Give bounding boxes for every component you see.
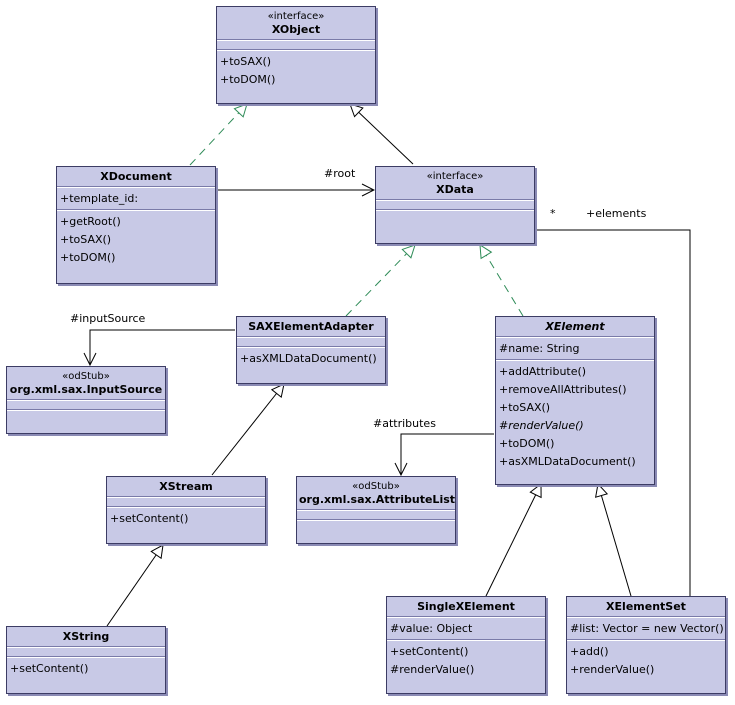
operation-section: +add() +renderValue() <box>567 640 725 681</box>
attribute-section <box>7 400 165 410</box>
operation: #renderValue() <box>499 419 584 432</box>
class-name: org.xml.sax.AttributeList <box>299 493 456 506</box>
attribute-section <box>376 200 534 210</box>
operation-section: +setContent() <box>7 657 165 680</box>
attribute: +template_id: <box>60 192 139 205</box>
operation: +toDOM() <box>220 73 276 86</box>
realization-xelement-xdata <box>480 245 524 317</box>
operation-section <box>376 210 534 220</box>
operation-section: +setContent() #renderValue() <box>387 640 545 681</box>
class-xdocument[interactable]: XDocument +template_id: +getRoot() +toSA… <box>56 166 216 284</box>
stereotype: «odStub» <box>62 371 110 382</box>
label-root: #root <box>324 167 356 180</box>
attribute-section <box>237 337 385 347</box>
class-singlexelement[interactable]: SingleXElement #value: Object +setConten… <box>386 596 546 694</box>
generalization-xstream-saxadapter <box>211 384 284 476</box>
attribute-section <box>297 510 455 520</box>
class-xdata[interactable]: «interface» XData <box>375 166 535 244</box>
operation: +toSAX() <box>220 55 272 68</box>
class-inputsource[interactable]: «odStub» org.xml.sax.InputSource <box>6 366 166 434</box>
class-name: XString <box>62 630 110 643</box>
operation: +toSAX() <box>499 401 551 414</box>
class-xobject[interactable]: «interface» XObject +toSAX() +toDOM() <box>216 6 376 104</box>
operation: +asXMLDataDocument() <box>499 455 636 468</box>
attribute-section: #list: Vector = new Vector() <box>567 617 725 640</box>
generalization-set-xelement <box>598 484 632 597</box>
association-attributes <box>401 433 494 475</box>
class-name: XStream <box>159 480 213 493</box>
class-saxelementadapter[interactable]: SAXElementAdapter +asXMLDataDocument() <box>236 316 386 384</box>
realization-saxadapter-xdata <box>345 245 415 317</box>
class-attributelist[interactable]: «odStub» org.xml.sax.AttributeList <box>296 476 456 544</box>
class-xstring[interactable]: XString +setContent() <box>6 626 166 694</box>
class-name: XElementSet <box>606 600 686 613</box>
class-xelementset[interactable]: XElementSet #list: Vector = new Vector()… <box>566 596 726 694</box>
attribute-section: +template_id: <box>57 187 215 210</box>
attribute-section <box>217 40 375 50</box>
attribute: #name: String <box>499 342 580 355</box>
operation: +asXMLDataDocument() <box>240 352 377 365</box>
attribute-section <box>7 647 165 657</box>
class-name: XData <box>436 183 474 196</box>
stereotype: «interface» <box>267 11 325 22</box>
operation-section <box>297 520 455 530</box>
attribute: #value: Object <box>390 622 473 635</box>
stereotype: «interface» <box>426 171 484 182</box>
operation: +renderValue() <box>570 663 655 676</box>
label-attributes: #attributes <box>373 417 436 430</box>
operation: +getRoot() <box>60 215 121 228</box>
generalization-xdata-xobject <box>350 104 414 165</box>
label-input-source: #inputSource <box>70 312 146 325</box>
operation: +removeAllAttributes() <box>499 383 627 396</box>
attribute: #list: Vector = new Vector() <box>570 622 724 635</box>
operation-section: +getRoot() +toSAX() +toDOM() <box>57 210 215 269</box>
operation-section <box>7 410 165 420</box>
class-name: SAXElementAdapter <box>248 320 374 333</box>
realization-xdocument-xobject <box>189 104 247 166</box>
class-xstream[interactable]: XStream +setContent() <box>106 476 266 544</box>
attribute-section: #value: Object <box>387 617 545 640</box>
class-name: SingleXElement <box>417 600 515 613</box>
operation: +toDOM() <box>60 251 116 264</box>
class-name: XElement <box>545 320 605 333</box>
operation: #renderValue() <box>390 663 475 676</box>
operation-section: +setContent() <box>107 507 265 530</box>
operation: +setContent() <box>10 662 89 675</box>
class-xelement[interactable]: XElement #name: String +addAttribute() +… <box>495 316 655 485</box>
class-name: XDocument <box>100 170 172 183</box>
class-name: XObject <box>271 23 321 36</box>
generalization-single-xelement <box>485 484 541 597</box>
association-elements <box>536 229 691 596</box>
attribute-section <box>107 497 265 507</box>
operation-section: +asXMLDataDocument() <box>237 347 385 370</box>
operation: +setContent() <box>390 645 469 658</box>
operation-section: +addAttribute() +removeAllAttributes() +… <box>496 360 654 473</box>
operation: +addAttribute() <box>499 365 587 378</box>
label-multiplicity: * <box>550 207 556 220</box>
label-elements: +elements <box>586 207 647 220</box>
operation: +add() <box>570 645 609 658</box>
class-name: org.xml.sax.InputSource <box>9 383 163 396</box>
generalization-xstring-xstream <box>106 545 163 627</box>
operation: +toDOM() <box>499 437 555 450</box>
operation: +setContent() <box>110 512 189 525</box>
association-inputsource <box>90 329 235 365</box>
attribute-section: #name: String <box>496 337 654 360</box>
stereotype: «odStub» <box>352 481 400 492</box>
operation-section: +toSAX() +toDOM() <box>217 50 375 91</box>
operation: +toSAX() <box>60 233 112 246</box>
